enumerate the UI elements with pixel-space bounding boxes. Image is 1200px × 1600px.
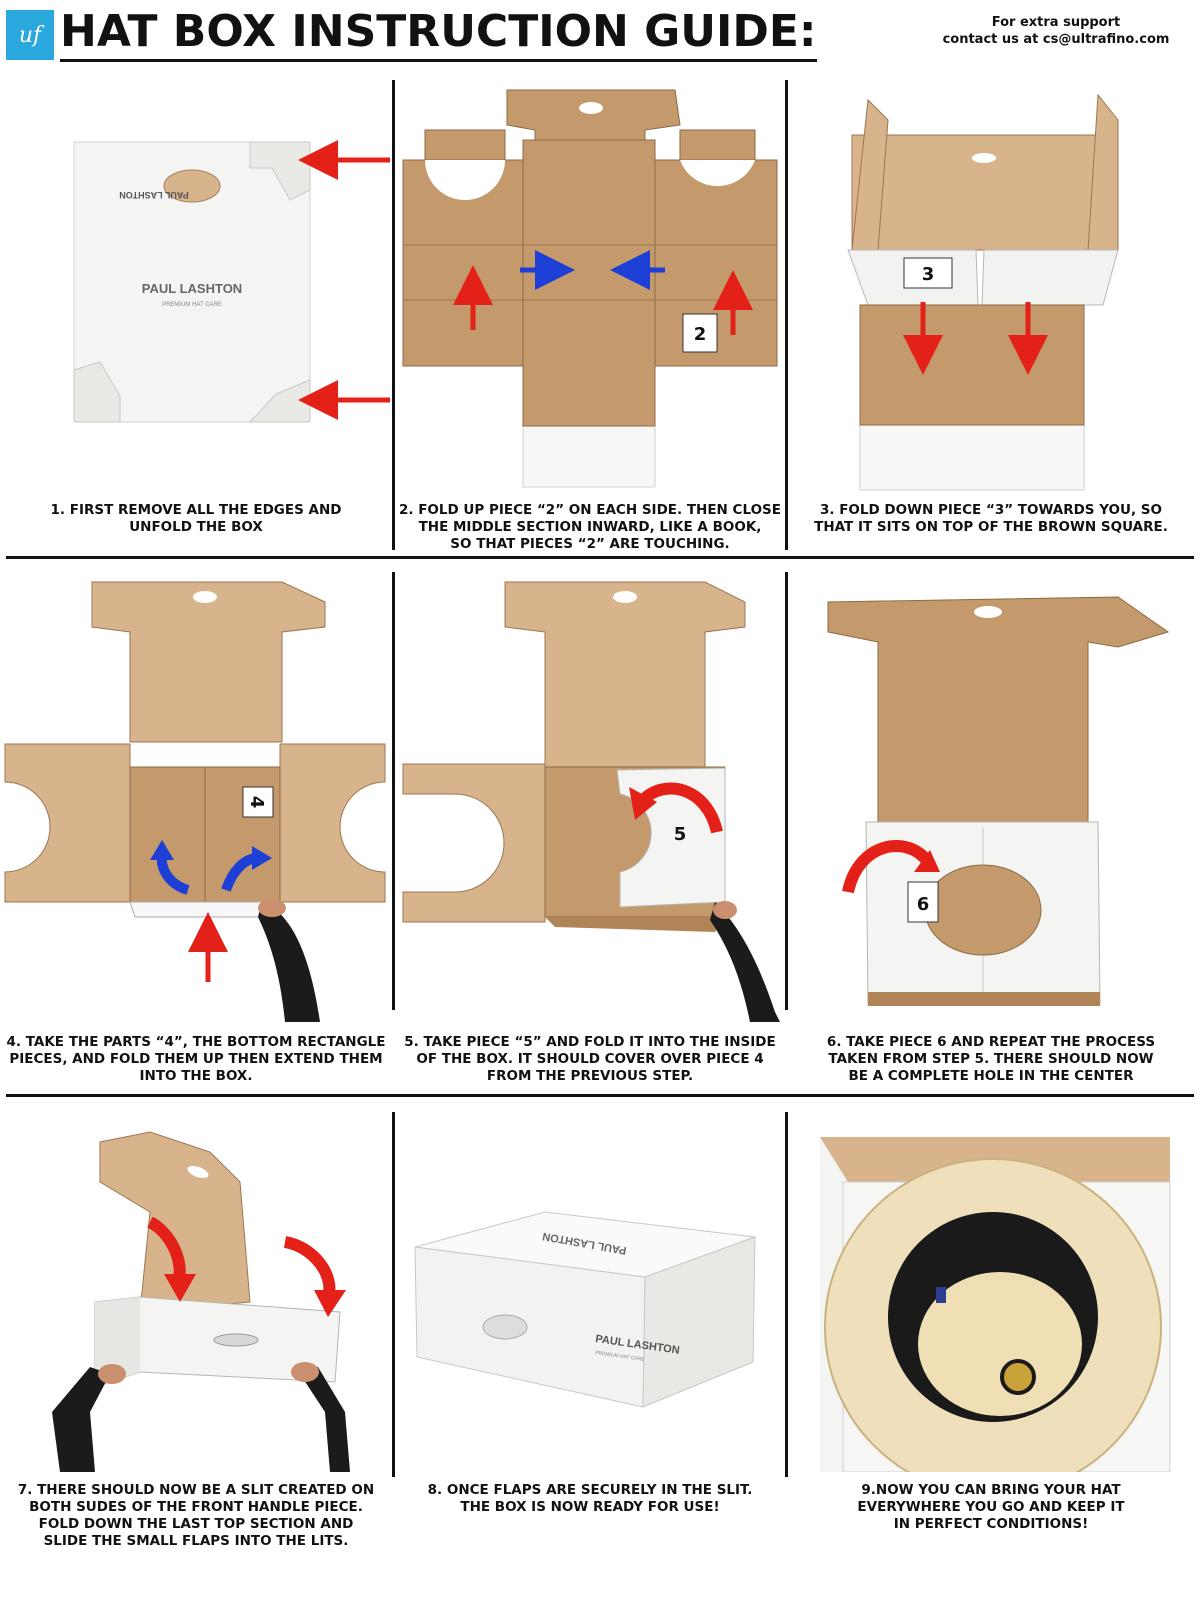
col-divider-r1b <box>785 80 788 550</box>
col-divider-r2a <box>392 572 395 1010</box>
piece-label-6: 6 <box>917 894 930 915</box>
step-3-illustration: 3 <box>788 80 1194 500</box>
col-divider-r3b <box>785 1112 788 1477</box>
step-8-caption: 8. ONCE FLAPS ARE SECURELY IN THE SLIT. … <box>427 1482 753 1515</box>
step-3-caption: 3. FOLD DOWN PIECE “3” TOWARDS YOU, SO T… <box>814 502 1168 535</box>
step-1-illustration: PAUL LASHTON PAUL LASHTON PREMIUM HAT CA… <box>0 80 392 500</box>
row-divider-1 <box>6 556 1194 559</box>
step-9-caption: 9.NOW YOU CAN BRING YOUR HAT EVERYWHERE … <box>857 1482 1125 1532</box>
step-2: 2 2. FOLD UP PIECE “2” ON EACH SIDE. THE… <box>395 80 785 552</box>
step-4: 4 4. TAKE THE PARTS “4”, THE BOTTOM RECT… <box>0 572 392 1092</box>
step-2-illustration: 2 <box>395 80 785 500</box>
col-divider-r1a <box>392 80 395 550</box>
step-5-illustration: 5 <box>395 572 785 1022</box>
step-7-caption: 7. THERE SHOULD NOW BE A SLIT CREATED ON… <box>17 1482 375 1549</box>
ultrafino-logo: uf <box>6 10 54 60</box>
col-divider-r2b <box>785 572 788 1010</box>
col-divider-r3a <box>392 1112 395 1477</box>
support-email-link[interactable]: contact us at cs@ultrafino.com <box>942 32 1170 47</box>
piece-label-5: 5 <box>674 824 687 845</box>
step-8: PAUL LASHTON PAUL LASHTON PREMIUM HAT CA… <box>395 1112 785 1600</box>
step-2-caption: 2. FOLD UP PIECE “2” ON EACH SIDE. THEN … <box>398 502 782 552</box>
piece-label-4: 4 <box>246 796 267 809</box>
step-9-illustration <box>788 1112 1194 1472</box>
step-6: 6 6. TAKE PIECE 6 AND REPEAT THE PROCESS… <box>788 572 1194 1092</box>
step-7-illustration <box>0 1112 392 1472</box>
page-title: HAT BOX INSTRUCTION GUIDE: <box>60 6 817 62</box>
step-3: 3 3. FOLD DOWN PIECE “3” TOWARDS YOU, SO… <box>788 80 1194 550</box>
support-line-1: For extra support <box>991 15 1121 30</box>
step-4-illustration: 4 <box>0 572 392 1022</box>
box-brand-text: PAUL LASHTON <box>142 281 242 296</box>
step-6-caption: 6. TAKE PIECE 6 AND REPEAT THE PROCESS T… <box>826 1034 1156 1084</box>
guide-header: uf HAT BOX INSTRUCTION GUIDE: For extra … <box>0 0 1200 68</box>
step-8-illustration: PAUL LASHTON PAUL LASHTON PREMIUM HAT CA… <box>395 1112 785 1472</box>
piece-label-2: 2 <box>694 324 707 345</box>
step-6-illustration: 6 <box>788 572 1194 1022</box>
box-brand-sub: PREMIUM HAT CARE <box>162 302 222 308</box>
step-1: PAUL LASHTON PAUL LASHTON PREMIUM HAT CA… <box>0 80 392 550</box>
step-5: 5 5. TAKE PIECE “5” AND FOLD IT INTO THE… <box>395 572 785 1092</box>
step-5-caption: 5. TAKE PIECE “5” AND FOLD IT INTO THE I… <box>404 1034 776 1084</box>
row-divider-2 <box>6 1094 1194 1097</box>
step-9: 9.NOW YOU CAN BRING YOUR HAT EVERYWHERE … <box>788 1112 1194 1600</box>
step-1-caption: 1. FIRST REMOVE ALL THE EDGES AND UNFOLD… <box>50 502 342 535</box>
support-contact: For extra support contact us at cs@ultra… <box>926 14 1186 48</box>
step-7: 7. THERE SHOULD NOW BE A SLIT CREATED ON… <box>0 1112 392 1600</box>
piece-label-3: 3 <box>922 264 935 285</box>
box-brand-upside-down: PAUL LASHTON <box>119 190 189 200</box>
step-4-caption: 4. TAKE THE PARTS “4”, THE BOTTOM RECTAN… <box>6 1034 386 1084</box>
